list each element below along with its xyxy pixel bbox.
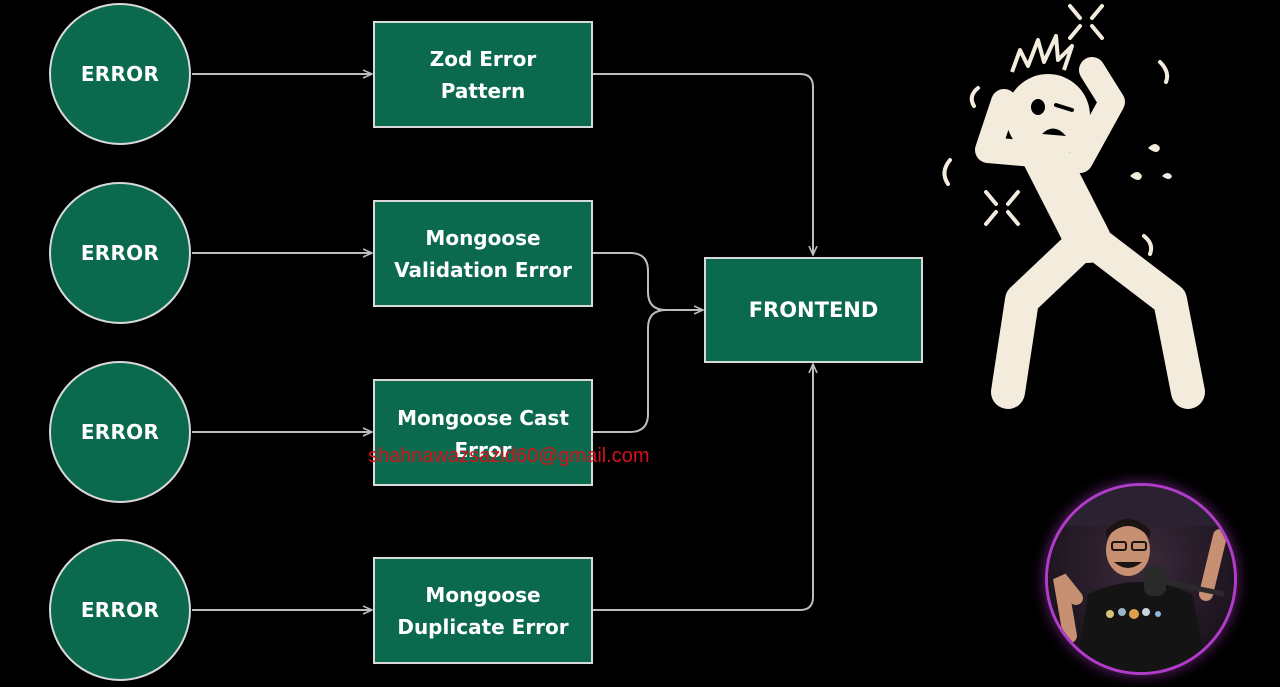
error-node-label: ERROR: [80, 420, 160, 444]
error-node-label: ERROR: [80, 241, 160, 265]
error-node-1: ERROR: [49, 3, 191, 145]
edge-cast-to-frontend: [593, 309, 667, 433]
mongoose-duplicate-error-box: Mongoose Duplicate Error: [373, 557, 593, 664]
mongoose-cast-error-box: Mongoose Cast Error: [373, 379, 593, 486]
error-node-3: ERROR: [49, 361, 191, 503]
edge-zod-to-frontend: [593, 73, 813, 255]
frontend-label: FRONTEND: [748, 298, 879, 322]
zod-error-box: Zod Error Pattern: [373, 21, 593, 128]
error-node-label: ERROR: [80, 598, 160, 622]
presenter-webcam: [1048, 486, 1234, 672]
frontend-box: FRONTEND: [704, 257, 923, 363]
mongoose-cast-error-label: Mongoose Cast Error: [397, 406, 569, 462]
edge-validation-to-frontend: [593, 252, 703, 310]
mongoose-validation-error-box: Mongoose Validation Error: [373, 200, 593, 307]
mongoose-duplicate-error-label: Mongoose Duplicate Error: [397, 582, 569, 639]
error-node-label: ERROR: [80, 62, 160, 86]
presenter-avatar: [1048, 486, 1234, 672]
email-watermark: shahnawazsazid60@gmail.com: [368, 445, 650, 467]
mongoose-validation-error-label: Mongoose Validation Error: [394, 225, 572, 282]
edge-duplicate-to-frontend: [593, 364, 813, 611]
frustrated-person-icon: [942, 4, 1205, 409]
error-node-4: ERROR: [49, 539, 191, 681]
error-node-2: ERROR: [49, 182, 191, 324]
zod-error-label: Zod Error Pattern: [429, 46, 537, 103]
